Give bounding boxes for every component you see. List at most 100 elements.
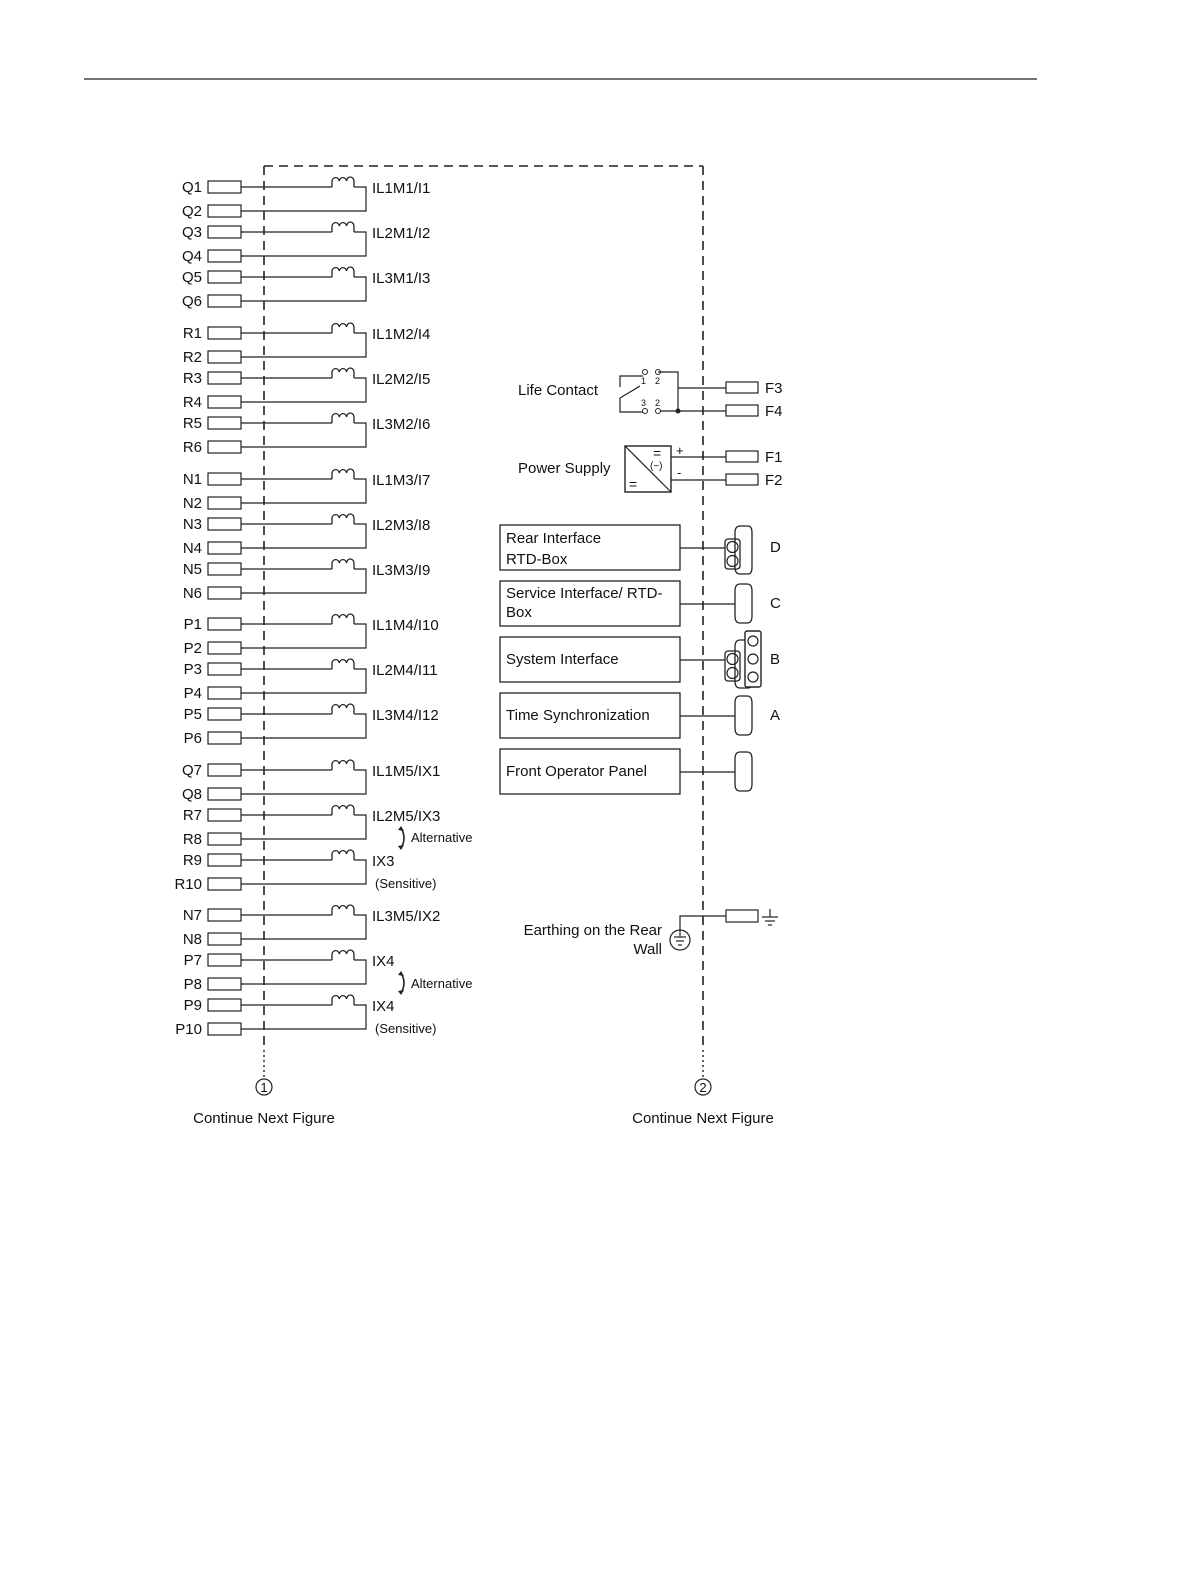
alternative-label-2: Alternative — [411, 976, 472, 991]
wire — [241, 523, 367, 549]
terminal-label: Q2 — [182, 203, 202, 220]
channel-label: IL2M3/I8 — [372, 517, 430, 534]
terminal-label: P3 — [184, 661, 202, 678]
terminal-label: Q3 — [182, 224, 202, 241]
terminal-block — [207, 472, 242, 486]
interface-system: System Interface B — [499, 630, 780, 689]
channel-label: IL3M2/I6 — [372, 416, 430, 433]
terminal-block — [207, 350, 242, 364]
channel-label: IL1M5/IX1 — [372, 763, 440, 780]
continuation-text-1: Continue Next Figure — [193, 1110, 335, 1127]
terminal-label: P6 — [184, 730, 202, 747]
terminal-label: Q4 — [182, 248, 202, 265]
ac-symbol: (~) — [650, 461, 663, 472]
alternative-bracket-1: Alternative — [398, 826, 472, 850]
current-inputs: Q1Q2IL1M1/I1Q3Q4IL2M1/I2Q5Q6IL3M1/I3R1R2… — [174, 176, 440, 1038]
channel-label: IL3M4/I12 — [372, 707, 439, 724]
channel-label: IL1M2/I4 — [372, 326, 430, 343]
wire — [241, 959, 367, 985]
terminal-label: P7 — [184, 952, 202, 969]
terminal-label: N7 — [183, 907, 202, 924]
terminal-block — [207, 908, 242, 922]
terminal-F3: F3 — [765, 380, 783, 397]
wire — [241, 377, 367, 403]
interface-1-line-2: Box — [506, 604, 532, 621]
channel-label: IL3M1/I3 — [372, 270, 430, 287]
coil-icon — [331, 658, 355, 669]
coil-icon — [331, 176, 355, 187]
coil-icon — [331, 367, 355, 378]
channel-label: IL2M1/I2 — [372, 225, 430, 242]
wire — [241, 859, 367, 885]
terminal-block — [207, 440, 242, 454]
life-contact-pin-1: 1 — [641, 376, 646, 386]
terminal-label: N2 — [183, 495, 202, 512]
terminal-label: R3 — [183, 370, 202, 387]
terminal-block — [207, 877, 242, 891]
interface-time-sync: Time Synchronization A — [499, 692, 780, 739]
sensitive-label: (Sensitive) — [375, 876, 436, 891]
terminal-block — [207, 808, 242, 822]
continuation-text-2: Continue Next Figure — [632, 1110, 774, 1127]
channel-label: IL1M3/I7 — [372, 472, 430, 489]
wire — [241, 914, 367, 940]
interface-4-line-1: Front Operator Panel — [506, 763, 647, 780]
terminal-F4: F4 — [765, 403, 783, 420]
terminal-block — [207, 541, 242, 555]
terminal-block — [207, 977, 242, 991]
port-B-label: B — [770, 651, 780, 668]
coil-icon — [331, 513, 355, 524]
terminal-label: N1 — [183, 471, 202, 488]
wire — [241, 332, 367, 358]
terminal-block — [207, 707, 242, 721]
terminal-F1: F1 — [765, 449, 783, 466]
continuation-1: 1 Continue Next Figure — [193, 1078, 335, 1127]
wire — [241, 668, 367, 694]
interface-rear-rtd: Rear Interface RTD-Box D — [499, 524, 781, 575]
port-A-label: A — [770, 707, 780, 724]
terminal-block — [207, 1022, 242, 1036]
wire — [241, 623, 367, 649]
terminal-label: P2 — [184, 640, 202, 657]
terminal-block — [207, 180, 242, 194]
terminal-block — [207, 932, 242, 946]
coil-icon — [331, 994, 355, 1005]
terminal-label: R10 — [174, 876, 202, 893]
channel-label: IL3M5/IX2 — [372, 908, 440, 925]
minus-sign: - — [677, 465, 681, 480]
terminal-label: N6 — [183, 585, 202, 602]
terminal-label: Q1 — [182, 179, 202, 196]
coil-icon — [331, 849, 355, 860]
interface-0-line-2: RTD-Box — [506, 551, 568, 568]
power-supply-label: Power Supply — [518, 460, 611, 477]
coil-icon — [331, 949, 355, 960]
plus-sign: + — [676, 443, 684, 458]
front-port-connector — [734, 751, 753, 792]
earthing: Earthing on the Rear Wall — [524, 909, 778, 958]
power-supply: Power Supply = (~) = + - F1 F2 — [518, 443, 783, 493]
terminal-label: R2 — [183, 349, 202, 366]
wire — [241, 769, 367, 795]
ground-icon — [762, 909, 778, 926]
port-C-connector — [734, 583, 753, 624]
coil-icon — [331, 412, 355, 423]
life-contact-label: Life Contact — [518, 382, 599, 399]
coil-icon — [331, 468, 355, 479]
interface-front-panel: Front Operator Panel — [499, 748, 753, 795]
terminal-label: R6 — [183, 439, 202, 456]
interface-3-line-1: Time Synchronization — [506, 707, 650, 724]
wire — [241, 276, 367, 302]
continuation-marker-1: 1 — [260, 1080, 267, 1095]
wire — [241, 814, 367, 840]
terminal-label: Q7 — [182, 762, 202, 779]
port-D-label: D — [770, 539, 781, 556]
